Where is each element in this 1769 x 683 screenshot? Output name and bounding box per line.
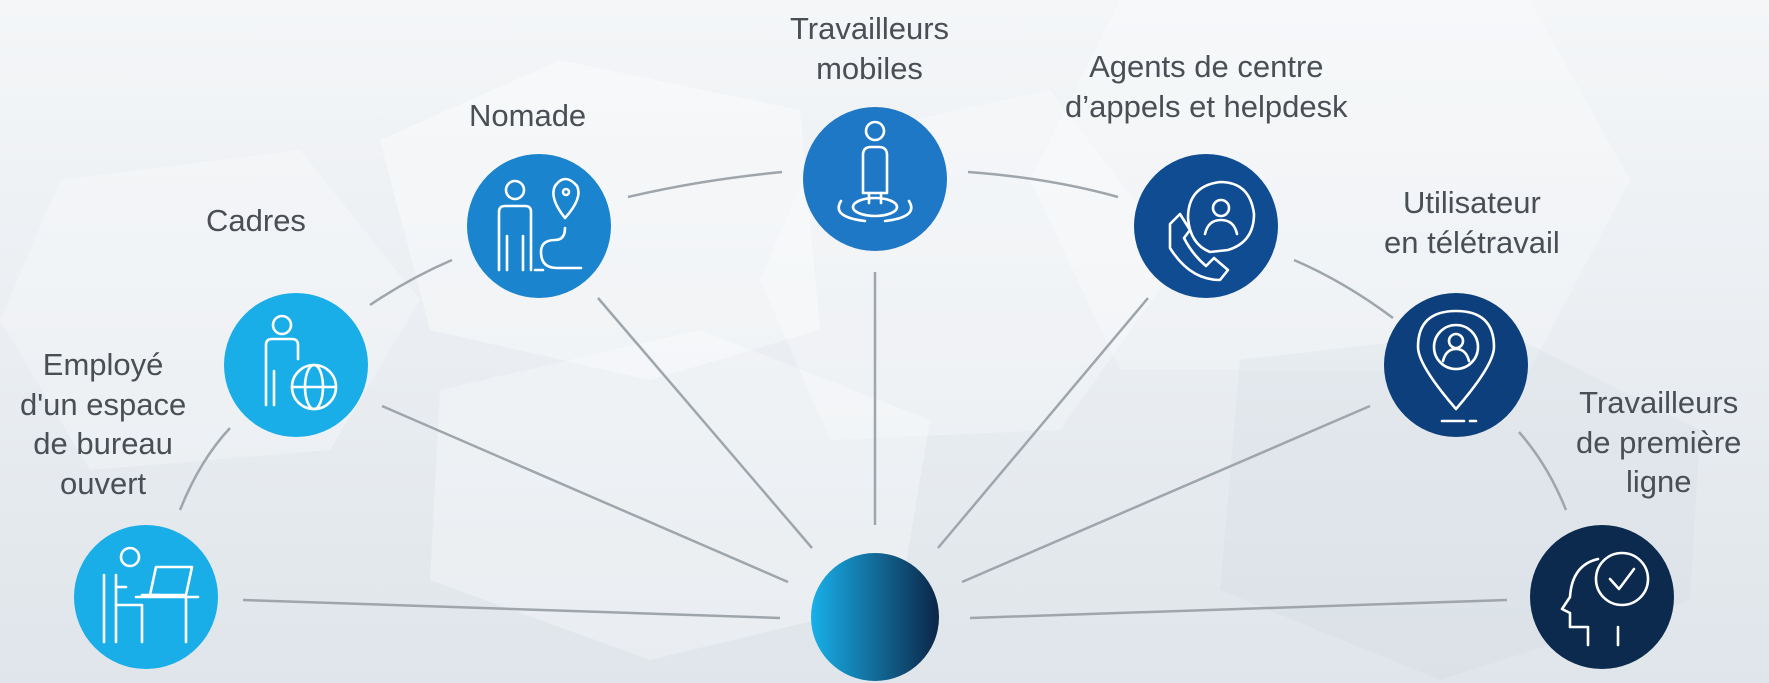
node-open-office	[74, 525, 218, 669]
spoke-remote	[961, 404, 1371, 584]
spoke-executives	[381, 404, 789, 584]
node-circle-nomad	[467, 154, 611, 298]
persona-nodes	[74, 107, 1674, 669]
arc-remote-frontline	[1518, 431, 1568, 511]
location-user-icon	[1416, 309, 1496, 423]
label-line: Agents de centre	[1089, 49, 1324, 84]
phone-user-icon	[1168, 180, 1256, 282]
spoke-nomad	[597, 297, 813, 549]
spoke-frontline	[969, 598, 1508, 620]
label-remote: Utilisateur en télétravail	[1384, 183, 1560, 262]
label-line: Travailleurs	[1579, 385, 1739, 420]
outer-connectors	[178, 170, 1568, 511]
label-line: Utilisateur	[1402, 185, 1541, 220]
node-frontline	[1530, 525, 1674, 669]
node-nomad	[467, 154, 611, 298]
head-check-icon	[1560, 551, 1650, 647]
label-line: Travailleurs	[790, 11, 950, 46]
desk-worker-icon	[102, 546, 200, 644]
arc-open-office-executives	[178, 427, 231, 511]
hub-circle	[811, 553, 939, 681]
label-executives: Cadres	[206, 201, 306, 241]
person-target-icon	[837, 120, 913, 223]
arc-executives-nomad	[369, 258, 453, 307]
label-call-center: Agents de centre d’appels et helpdesk	[1065, 47, 1348, 126]
node-circle-mobile	[803, 107, 947, 251]
person-route-pin-icon	[497, 177, 583, 272]
label-open-office: Employé d'un espace de bureau ouvert	[20, 345, 186, 504]
arc-mobile-callcenter	[967, 170, 1119, 199]
label-line: ligne	[1625, 464, 1692, 500]
node-circle-call-center	[1134, 154, 1278, 298]
label-line: d’appels et helpdesk	[1065, 88, 1348, 124]
node-remote	[1384, 293, 1528, 437]
label-line: Cadres	[206, 203, 306, 238]
node-mobile	[803, 107, 947, 251]
label-nomad: Nomade	[469, 96, 586, 136]
label-line: en télétravail	[1384, 224, 1560, 260]
arc-nomad-mobile	[627, 170, 783, 199]
label-frontline: Travailleurs de première ligne	[1576, 383, 1741, 502]
label-mobile: Travailleurs mobiles	[790, 9, 949, 88]
node-circle-remote	[1384, 293, 1528, 437]
person-globe-icon	[264, 314, 338, 411]
label-line: mobiles	[816, 50, 923, 86]
central-hub	[811, 553, 939, 681]
label-line: d'un espace	[20, 386, 187, 422]
label-line: de première	[1576, 424, 1742, 460]
label-line: de bureau	[33, 426, 173, 462]
arc-callcenter-remote	[1293, 258, 1394, 320]
spoke-call-center	[937, 297, 1149, 549]
node-call-center	[1134, 154, 1278, 298]
spoke-open-office	[242, 598, 781, 620]
node-executives	[224, 293, 368, 437]
hub-spokes	[242, 272, 1508, 620]
label-line: ouvert	[60, 466, 147, 502]
node-circle-executives	[224, 293, 368, 437]
label-line: Nomade	[469, 98, 587, 133]
label-line: Employé	[42, 347, 164, 382]
